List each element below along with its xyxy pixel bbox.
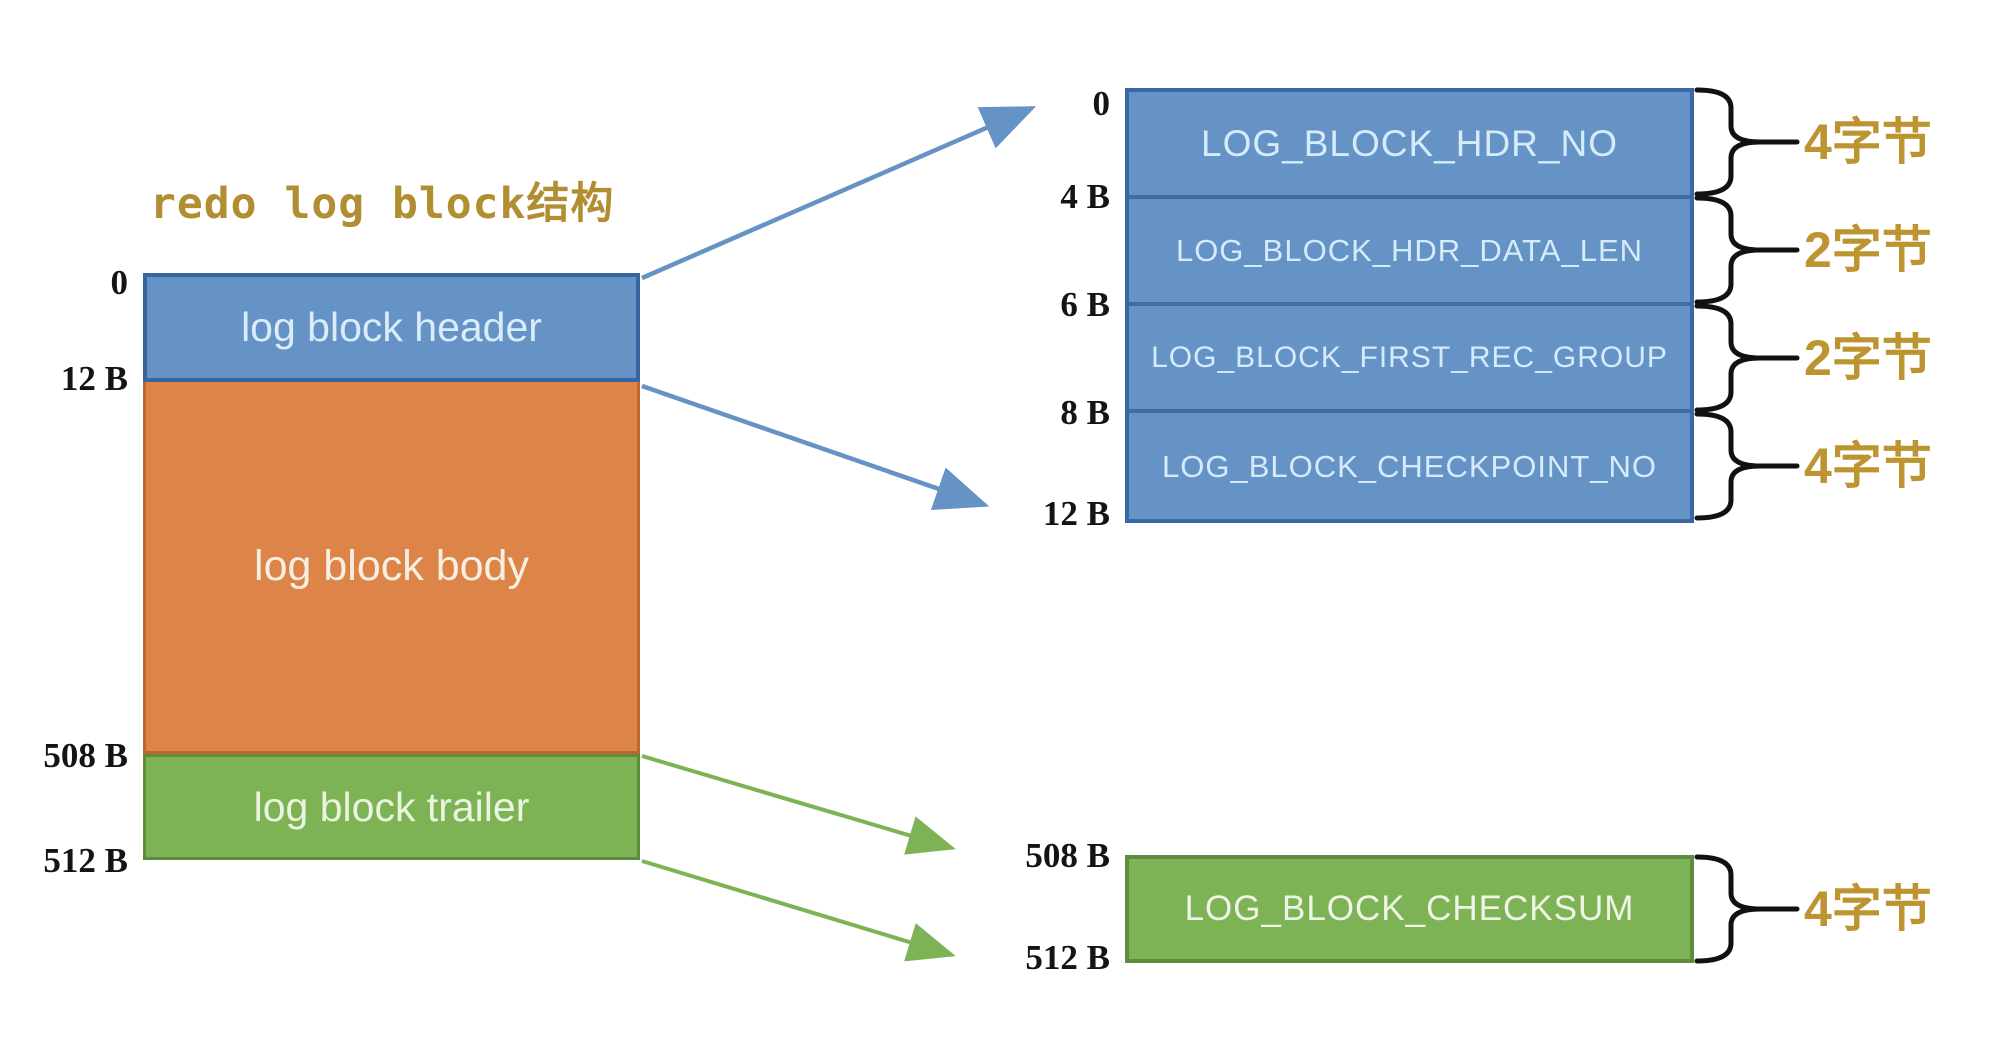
size-label-checkpoint-no: 4字节 (1804, 438, 1932, 494)
brace-checkpoint-no (1694, 411, 1800, 521)
offset-0: 0 (110, 263, 129, 302)
brace-first-rec-group (1694, 303, 1800, 413)
table-row: LOG_BLOCK_HDR_DATA_LEN (1129, 199, 1690, 306)
offset-12b: 12 B (60, 359, 128, 398)
log-block-header-segment: log block header (143, 273, 640, 382)
offset-512b: 512 B (43, 841, 128, 880)
log-block-body-label: log block body (254, 542, 529, 590)
log-block-body-segment: log block body (143, 382, 640, 754)
field-checksum: LOG_BLOCK_CHECKSUM (1184, 889, 1635, 928)
arrow-header-top (641, 105, 1037, 281)
header-detail-table: LOG_BLOCK_HDR_NO LOG_BLOCK_HDR_DATA_LEN … (1125, 88, 1694, 523)
chk-offset-508b: 508 B (1025, 836, 1110, 875)
checksum-block: LOG_BLOCK_CHECKSUM (1125, 855, 1694, 963)
table-row: LOG_BLOCK_FIRST_REC_GROUP (1129, 306, 1690, 413)
hdr-offset-12b: 12 B (1042, 494, 1110, 533)
field-hdr-data-len: LOG_BLOCK_HDR_DATA_LEN (1175, 232, 1644, 268)
size-label-checksum: 4字节 (1804, 881, 1932, 937)
arrow-trailer-top (641, 754, 956, 855)
table-row: LOG_BLOCK_HDR_NO (1129, 92, 1690, 199)
field-checkpoint-no: LOG_BLOCK_CHECKPOINT_NO (1161, 448, 1658, 484)
arrow-trailer-bottom (641, 859, 956, 962)
field-hdr-no: LOG_BLOCK_HDR_NO (1201, 122, 1618, 164)
size-label-first-rec-group: 2字节 (1804, 330, 1932, 386)
hdr-offset-6b: 6 B (1060, 285, 1110, 324)
brace-hdr-data-len (1694, 195, 1800, 305)
diagram-title: redo log block结构 (150, 179, 615, 229)
log-block-trailer-segment: log block trailer (143, 754, 640, 860)
offset-508b: 508 B (43, 736, 128, 775)
log-block-stack: log block header log block body log bloc… (143, 273, 640, 860)
brace-hdr-no (1694, 87, 1800, 197)
hdr-offset-0: 0 (1092, 84, 1111, 123)
brace-checksum (1694, 854, 1800, 964)
arrow-header-bottom (641, 383, 990, 511)
field-first-rec-group: LOG_BLOCK_FIRST_REC_GROUP (1151, 340, 1668, 374)
hdr-offset-4b: 4 B (1060, 177, 1110, 216)
table-row: LOG_BLOCK_CHECKPOINT_NO (1129, 413, 1690, 520)
hdr-offset-8b: 8 B (1060, 393, 1110, 432)
size-label-hdr-data-len: 2字节 (1804, 222, 1932, 278)
size-label-hdr-no: 4字节 (1804, 114, 1932, 170)
log-block-trailer-label: log block trailer (253, 783, 530, 830)
chk-offset-512b: 512 B (1025, 938, 1110, 977)
log-block-header-label: log block header (241, 304, 542, 350)
